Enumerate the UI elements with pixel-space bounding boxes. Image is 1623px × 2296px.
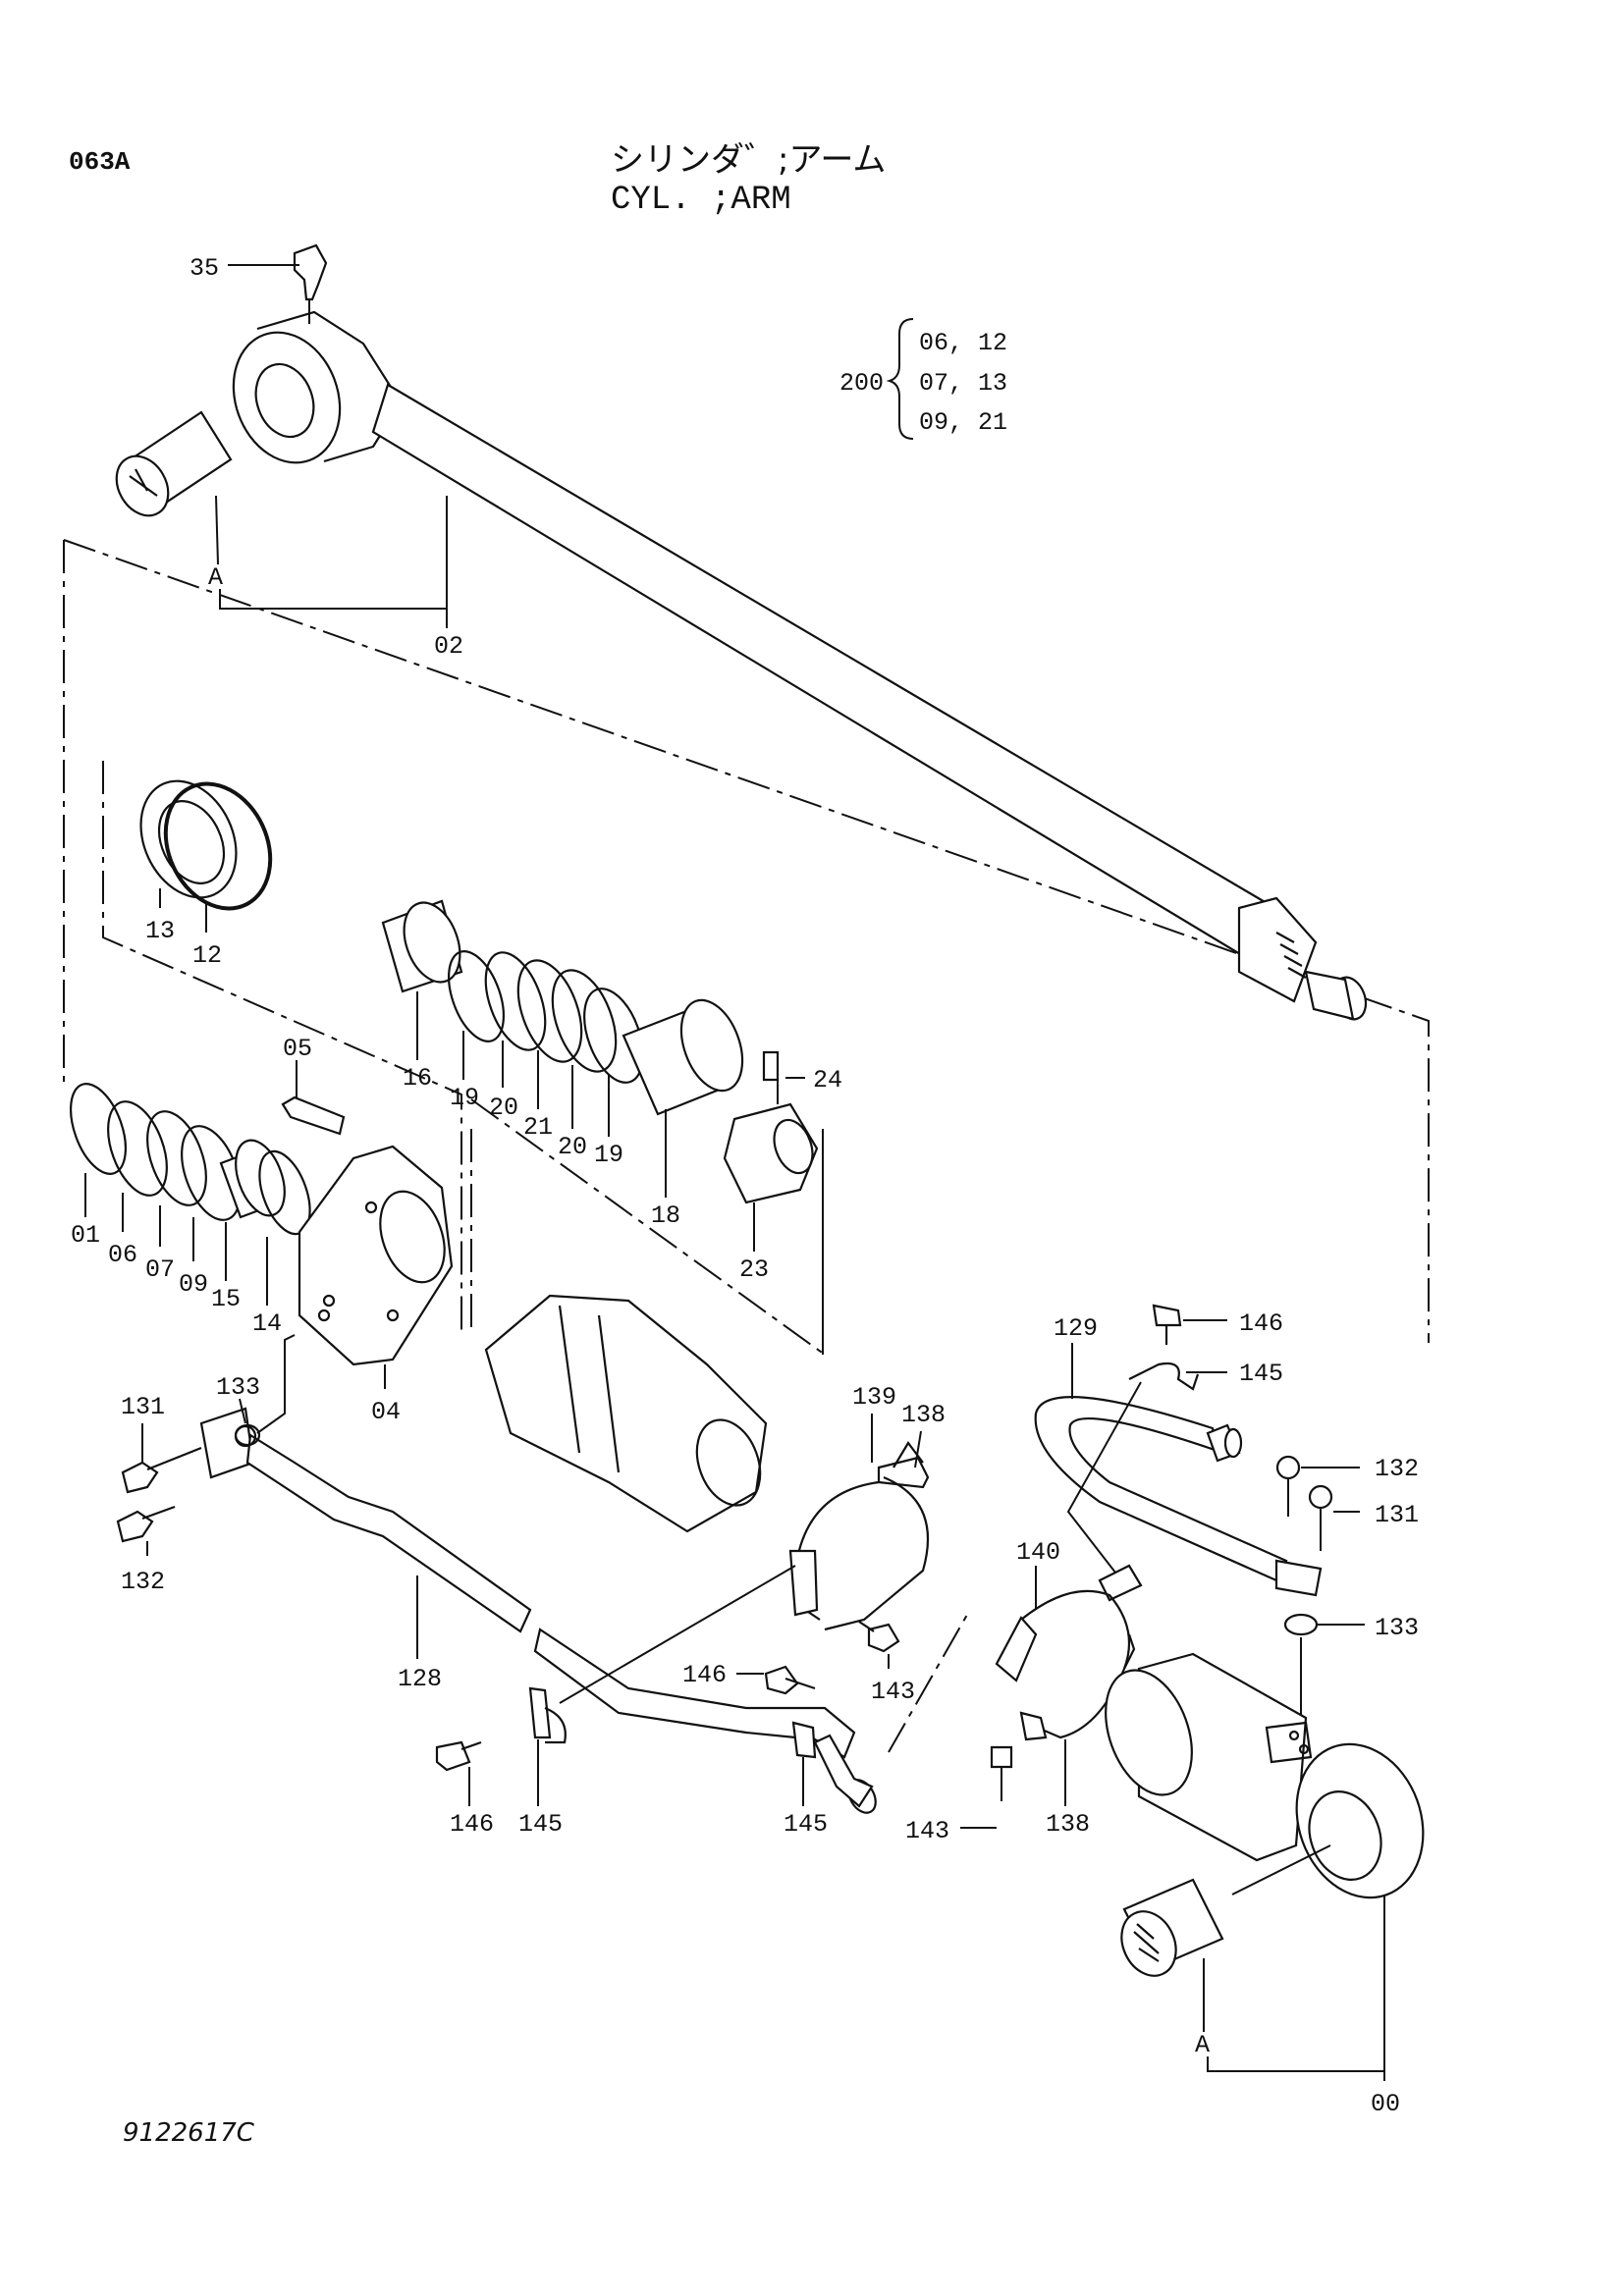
label-06: 06 — [108, 1241, 137, 1269]
bolt-131-left — [121, 1446, 202, 1494]
pipe-clamp-lower — [995, 1564, 1143, 1741]
bolt-143-lower — [990, 1745, 1013, 1801]
document-number: 9122617C — [123, 2118, 254, 2148]
label-04: 04 — [371, 1398, 401, 1426]
label-24: 24 — [813, 1066, 842, 1095]
leader-00 — [1207, 1895, 1385, 2081]
label-20b: 20 — [558, 1133, 587, 1161]
head-bolt — [281, 1095, 346, 1136]
leader-02 — [219, 496, 448, 628]
leader-138a — [914, 1430, 922, 1468]
label-138b: 138 — [1046, 1810, 1090, 1839]
label-13: 13 — [145, 917, 175, 945]
label-01: 01 — [71, 1221, 100, 1250]
piston-pack — [381, 899, 819, 1204]
leader-bushing-to-tube — [1231, 1844, 1331, 1896]
label-02: 02 — [434, 632, 463, 661]
small-clamp-145-pipe — [791, 1721, 817, 1759]
bolt-132-right — [1275, 1455, 1301, 1517]
label-16: 16 — [403, 1064, 432, 1093]
label-19a: 19 — [450, 1084, 479, 1112]
bolt-146-top-right — [1152, 1304, 1182, 1345]
piston — [484, 1294, 768, 1533]
pipe-right — [1034, 1396, 1323, 1597]
label-07: 07 — [145, 1255, 175, 1284]
label-19b: 19 — [594, 1141, 623, 1169]
label-35: 35 — [189, 254, 219, 283]
leader-139-to-145 — [559, 1565, 796, 1704]
label-140: 140 — [1016, 1538, 1060, 1567]
label-133b: 133 — [1375, 1614, 1419, 1642]
label-129: 129 — [1054, 1314, 1098, 1343]
label-132a: 132 — [121, 1568, 165, 1596]
label-15: 15 — [211, 1285, 241, 1313]
label-128: 128 — [398, 1665, 442, 1693]
o-ring-133-left — [234, 1423, 261, 1447]
assembly-number: 200 — [839, 369, 884, 398]
label-A2: A — [1195, 2031, 1210, 2059]
label-133a: 133 — [216, 1373, 260, 1402]
dashed-link-pipe — [888, 1614, 968, 1753]
leader-133a-link — [256, 1334, 296, 1434]
head-seal-set — [70, 1083, 311, 1236]
bolt-143-upper — [858, 1621, 900, 1653]
bolt-146-mid — [435, 1740, 482, 1772]
label-21: 21 — [523, 1113, 553, 1142]
dashed-envelope-piston — [470, 1098, 826, 1356]
o-ring-133-right — [1283, 1613, 1319, 1636]
title-japanese: シリンダ゛;アーム — [611, 140, 887, 180]
label-20a: 20 — [489, 1094, 518, 1122]
label-132b: 132 — [1375, 1455, 1419, 1483]
label-23: 23 — [739, 1255, 769, 1284]
label-146a: 146 — [450, 1810, 494, 1839]
label-A1: A — [208, 563, 223, 592]
cylinder-head — [298, 1145, 454, 1366]
seal-rings-upper — [139, 779, 273, 911]
label-09: 09 — [179, 1270, 208, 1299]
bolt-131-right — [1308, 1484, 1333, 1551]
dashed-envelope-top — [63, 539, 1430, 1343]
assembly-kit-group: 200 06, 12 07, 13 09, 21 — [839, 318, 1007, 440]
assembly-brace — [886, 318, 914, 440]
rod-bushing — [115, 410, 233, 517]
label-14: 14 — [252, 1309, 282, 1338]
label-131b: 131 — [1375, 1501, 1419, 1529]
pipe-left — [199, 1407, 877, 1814]
leader-145c-link — [1066, 1381, 1142, 1591]
label-146c: 146 — [1239, 1309, 1283, 1338]
leader-A1 — [215, 495, 219, 565]
grease-fitting — [293, 243, 328, 324]
label-146b: 146 — [682, 1661, 727, 1689]
label-00: 00 — [1371, 2090, 1400, 2118]
label-145c: 145 — [1239, 1360, 1283, 1388]
small-clamp-145-mid — [528, 1686, 567, 1744]
pipe-clamp-upper — [788, 1441, 930, 1631]
leader-133a — [239, 1398, 246, 1424]
tube-bushing — [1120, 1878, 1224, 1977]
page-code: 063A — [69, 147, 131, 177]
bolt-132-left — [116, 1505, 176, 1543]
assembly-component-2: 07, 13 — [919, 369, 1007, 398]
bolt-146-pipe — [764, 1665, 816, 1695]
label-05: 05 — [283, 1035, 312, 1063]
label-18: 18 — [651, 1201, 680, 1230]
dashed-envelope-seals — [102, 761, 462, 1330]
label-131a: 131 — [121, 1393, 165, 1421]
cylinder-tube — [1105, 1652, 1425, 1899]
label-12: 12 — [192, 941, 222, 970]
clamp-145-top-right — [1128, 1362, 1200, 1391]
label-145a: 145 — [518, 1810, 563, 1839]
piston-rod — [232, 310, 1368, 1021]
label-145b: 145 — [784, 1810, 828, 1839]
label-139: 139 — [852, 1383, 896, 1412]
label-143a: 143 — [871, 1678, 915, 1706]
label-143b: 143 — [905, 1817, 949, 1845]
assembly-component-3: 09, 21 — [919, 408, 1007, 437]
title-english: CYL. ;ARM — [611, 182, 791, 219]
label-138a: 138 — [901, 1401, 946, 1429]
assembly-component-1: 06, 12 — [919, 329, 1007, 357]
